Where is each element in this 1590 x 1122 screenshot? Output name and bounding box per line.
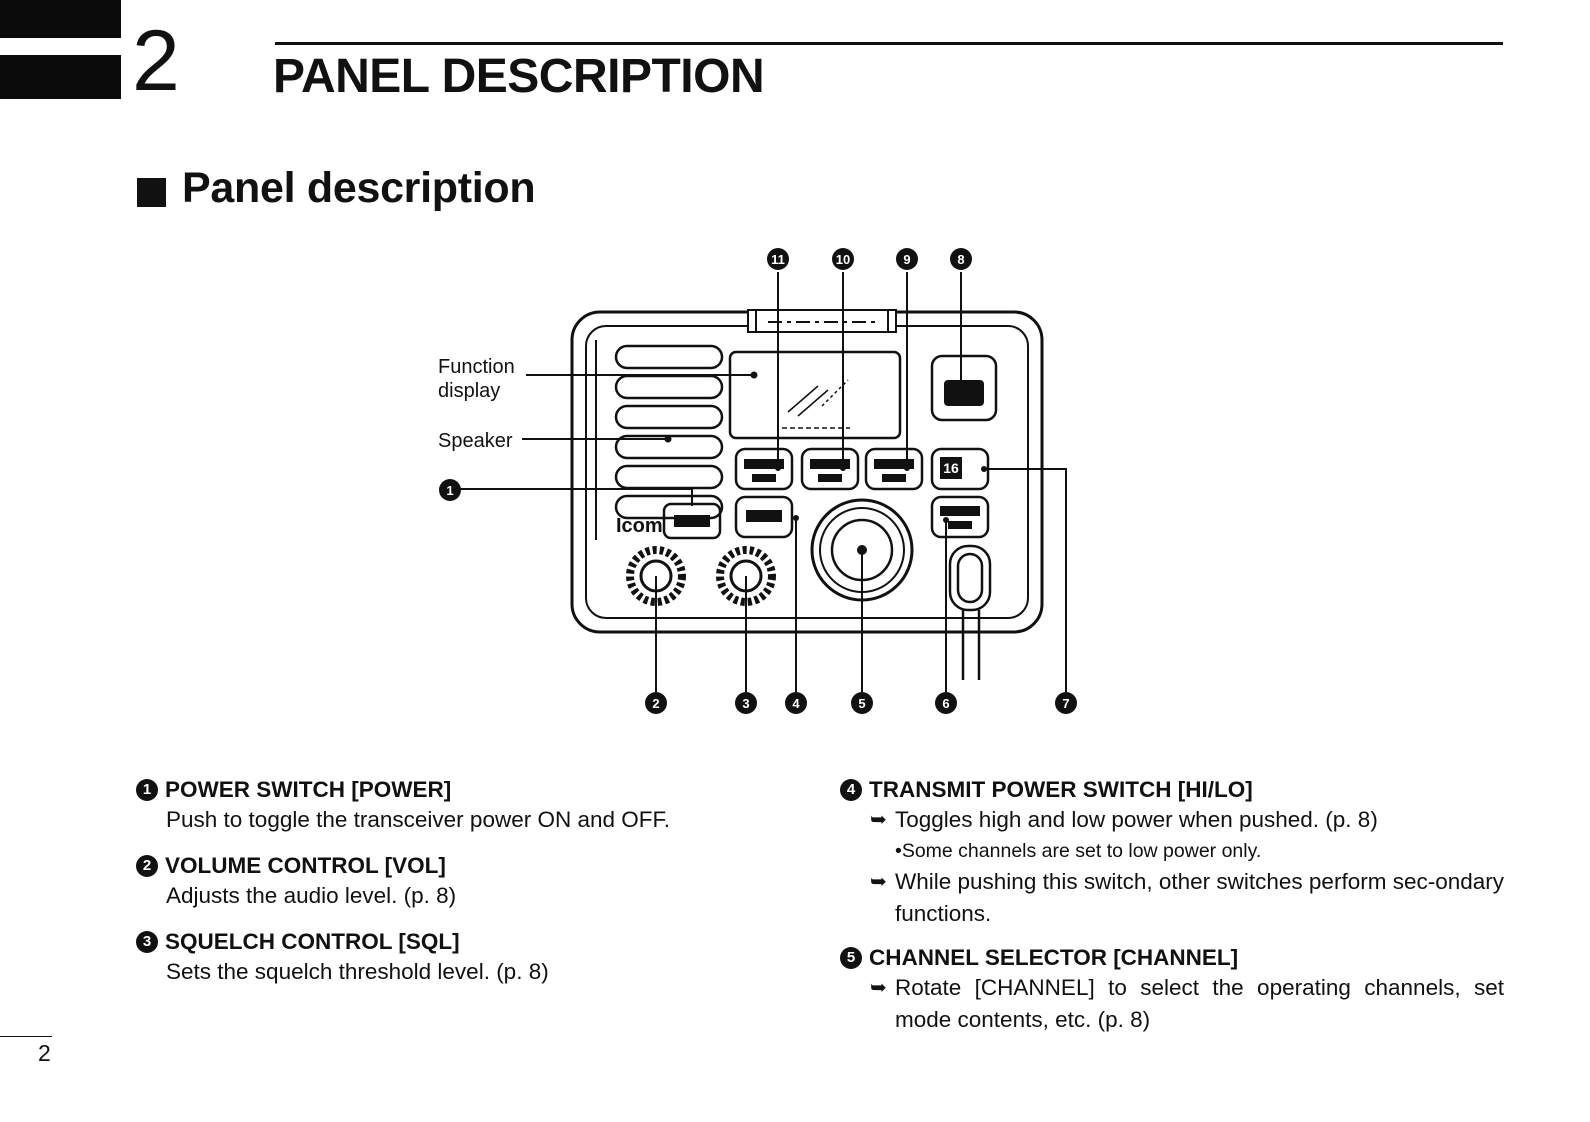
speaker-grille (614, 344, 724, 520)
svg-text:9: 9 (903, 252, 910, 267)
item-number-badge: 1 (136, 779, 158, 801)
description-column-right: 4 TRANSMIT POWER SWITCH [HI/LO] ➥ Toggles … (840, 776, 1504, 1036)
svg-text:5: 5 (858, 696, 865, 711)
svg-text:2: 2 (652, 696, 659, 711)
page-number: 2 (38, 1040, 51, 1066)
svg-text:4: 4 (792, 696, 800, 711)
item-title: SQUELCH CONTROL [SQL] (165, 929, 460, 954)
button-row-top (734, 447, 990, 491)
chapter-number: 2 (132, 13, 180, 109)
item-number-badge: 3 (136, 931, 158, 953)
item-transmit-power-switch: 4 TRANSMIT POWER SWITCH [HI/LO] ➥ Toggles … (840, 776, 1504, 930)
item-text: Adjusts the audio level. (p. 8) (166, 883, 457, 908)
item-text: Push to toggle the transceiver power ON … (166, 807, 670, 832)
arrow-icon: ➥ (870, 977, 887, 999)
callout-3 (735, 692, 757, 714)
item-number-badge: 4 (840, 779, 862, 801)
callout-8 (950, 248, 972, 270)
description-column-left: 1 POWER SWITCH [POWER] Push to toggle the… (136, 776, 826, 988)
hi-lo-button (734, 495, 794, 539)
chapter-rule (275, 42, 1503, 45)
item-title: TRANSMIT POWER SWITCH [HI/LO] (869, 777, 1253, 802)
callout-5 (851, 692, 873, 714)
item-channel-selector: 5 CHANNEL SELECTOR [CHANNEL] ➥ Rotate [CHA… (840, 944, 1504, 1036)
item-text: Rotate [CHANNEL] to select the operating… (895, 975, 1504, 1032)
item-text: While pushing this switch, other switche… (895, 869, 1504, 926)
svg-text:6: 6 (942, 696, 949, 711)
chapter-tab-bar-bottom (0, 55, 121, 99)
callout-11 (767, 248, 789, 270)
section-title: Panel description (182, 164, 536, 212)
item-volume-control: 2 VOLUME CONTROL [VOL] Adjusts the audio … (136, 852, 826, 912)
callout-1 (439, 479, 461, 501)
item-squelch-control: 3 SQUELCH CONTROL [SQL] Sets the squelch … (136, 928, 826, 988)
item-title: POWER SWITCH [POWER] (165, 777, 452, 802)
lower-right-button (930, 495, 990, 539)
item-title: CHANNEL SELECTOR [CHANNEL] (869, 945, 1239, 970)
item-title: VOLUME CONTROL [VOL] (165, 853, 446, 878)
item-number-badge: 5 (840, 947, 862, 969)
arrow-icon: ➥ (870, 809, 887, 831)
top-right-switch (930, 354, 998, 422)
chapter-title: PANEL DESCRIPTION (273, 50, 765, 103)
callout-6 (935, 692, 957, 714)
svg-text:10: 10 (836, 252, 850, 267)
function-display (728, 350, 902, 440)
svg-text:8: 8 (957, 252, 964, 267)
svg-text:1: 1 (446, 483, 453, 498)
function-display-label-2: display (438, 380, 500, 402)
chapter-tab-bar-top (0, 0, 121, 38)
svg-text:11: 11 (771, 252, 785, 267)
item-text: Toggles high and low power when pushed. … (895, 807, 1378, 832)
item-power-switch: 1 POWER SWITCH [POWER] Push to toggle the… (136, 776, 826, 836)
item-text: Sets the squelch threshold level. (p. 8) (166, 959, 549, 984)
function-display-label-1: Function (438, 356, 515, 378)
section-square-icon (137, 178, 166, 207)
callout-7 (1055, 692, 1077, 714)
svg-text:3: 3 (742, 696, 749, 711)
button-16-label: 16 (943, 460, 959, 476)
microphone-connector (948, 544, 992, 680)
speaker-label: Speaker (438, 430, 513, 452)
model-label-plate (747, 309, 897, 333)
item-note: •Some channels are set to low power only… (895, 840, 1262, 862)
brand-logo: Icom (616, 515, 663, 537)
arrow-icon: ➥ (870, 871, 887, 893)
radio-panel-diagram: 16 Icom Function display Speaker (438, 248, 1077, 714)
page-number-rule (0, 1036, 52, 1037)
callout-4 (785, 692, 807, 714)
callout-10 (832, 248, 854, 270)
callout-9 (896, 248, 918, 270)
item-number-badge: 2 (136, 855, 158, 877)
callout-2 (645, 692, 667, 714)
svg-text:7: 7 (1062, 696, 1069, 711)
